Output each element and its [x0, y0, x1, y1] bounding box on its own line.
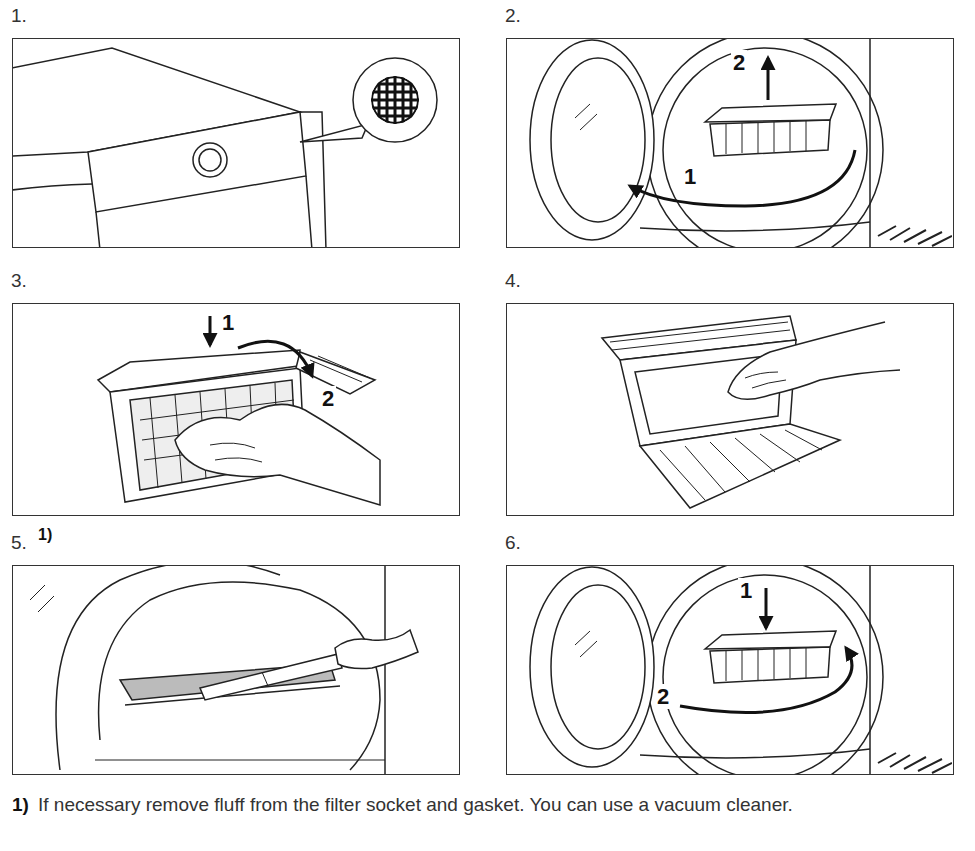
- footnote-mark: 1): [36, 526, 54, 544]
- step-panel: 6.: [506, 565, 954, 775]
- step-number: 1.: [11, 5, 27, 27]
- callout-number: 1: [220, 310, 236, 335]
- callout-number: 2: [655, 684, 671, 709]
- step-panel: 2.: [506, 38, 954, 248]
- callout-number: 2: [320, 386, 336, 411]
- step-number: 3.: [11, 270, 27, 292]
- step-number: 5.: [11, 532, 27, 554]
- step-panel: 1.: [12, 38, 460, 248]
- step-number: 2.: [505, 5, 521, 27]
- step-panel: 5.: [12, 565, 460, 775]
- vacuum-gasket: [30, 566, 418, 774]
- footnote-mark: 1): [10, 794, 31, 816]
- dryer-open: [530, 39, 952, 247]
- footnote-text: If necessary remove fluff from the filte…: [10, 794, 954, 816]
- filter-clean: [602, 316, 900, 508]
- filter-open: [98, 316, 380, 505]
- dryer-insert: [530, 566, 952, 774]
- step-number: 6.: [505, 532, 521, 554]
- step-number: 4.: [505, 270, 521, 292]
- callout-number: 1: [682, 164, 698, 189]
- callout-number: 2: [731, 50, 747, 75]
- step-panel: 4.: [506, 303, 954, 516]
- callout-number: 1: [738, 578, 754, 603]
- dryer-top: [13, 48, 437, 247]
